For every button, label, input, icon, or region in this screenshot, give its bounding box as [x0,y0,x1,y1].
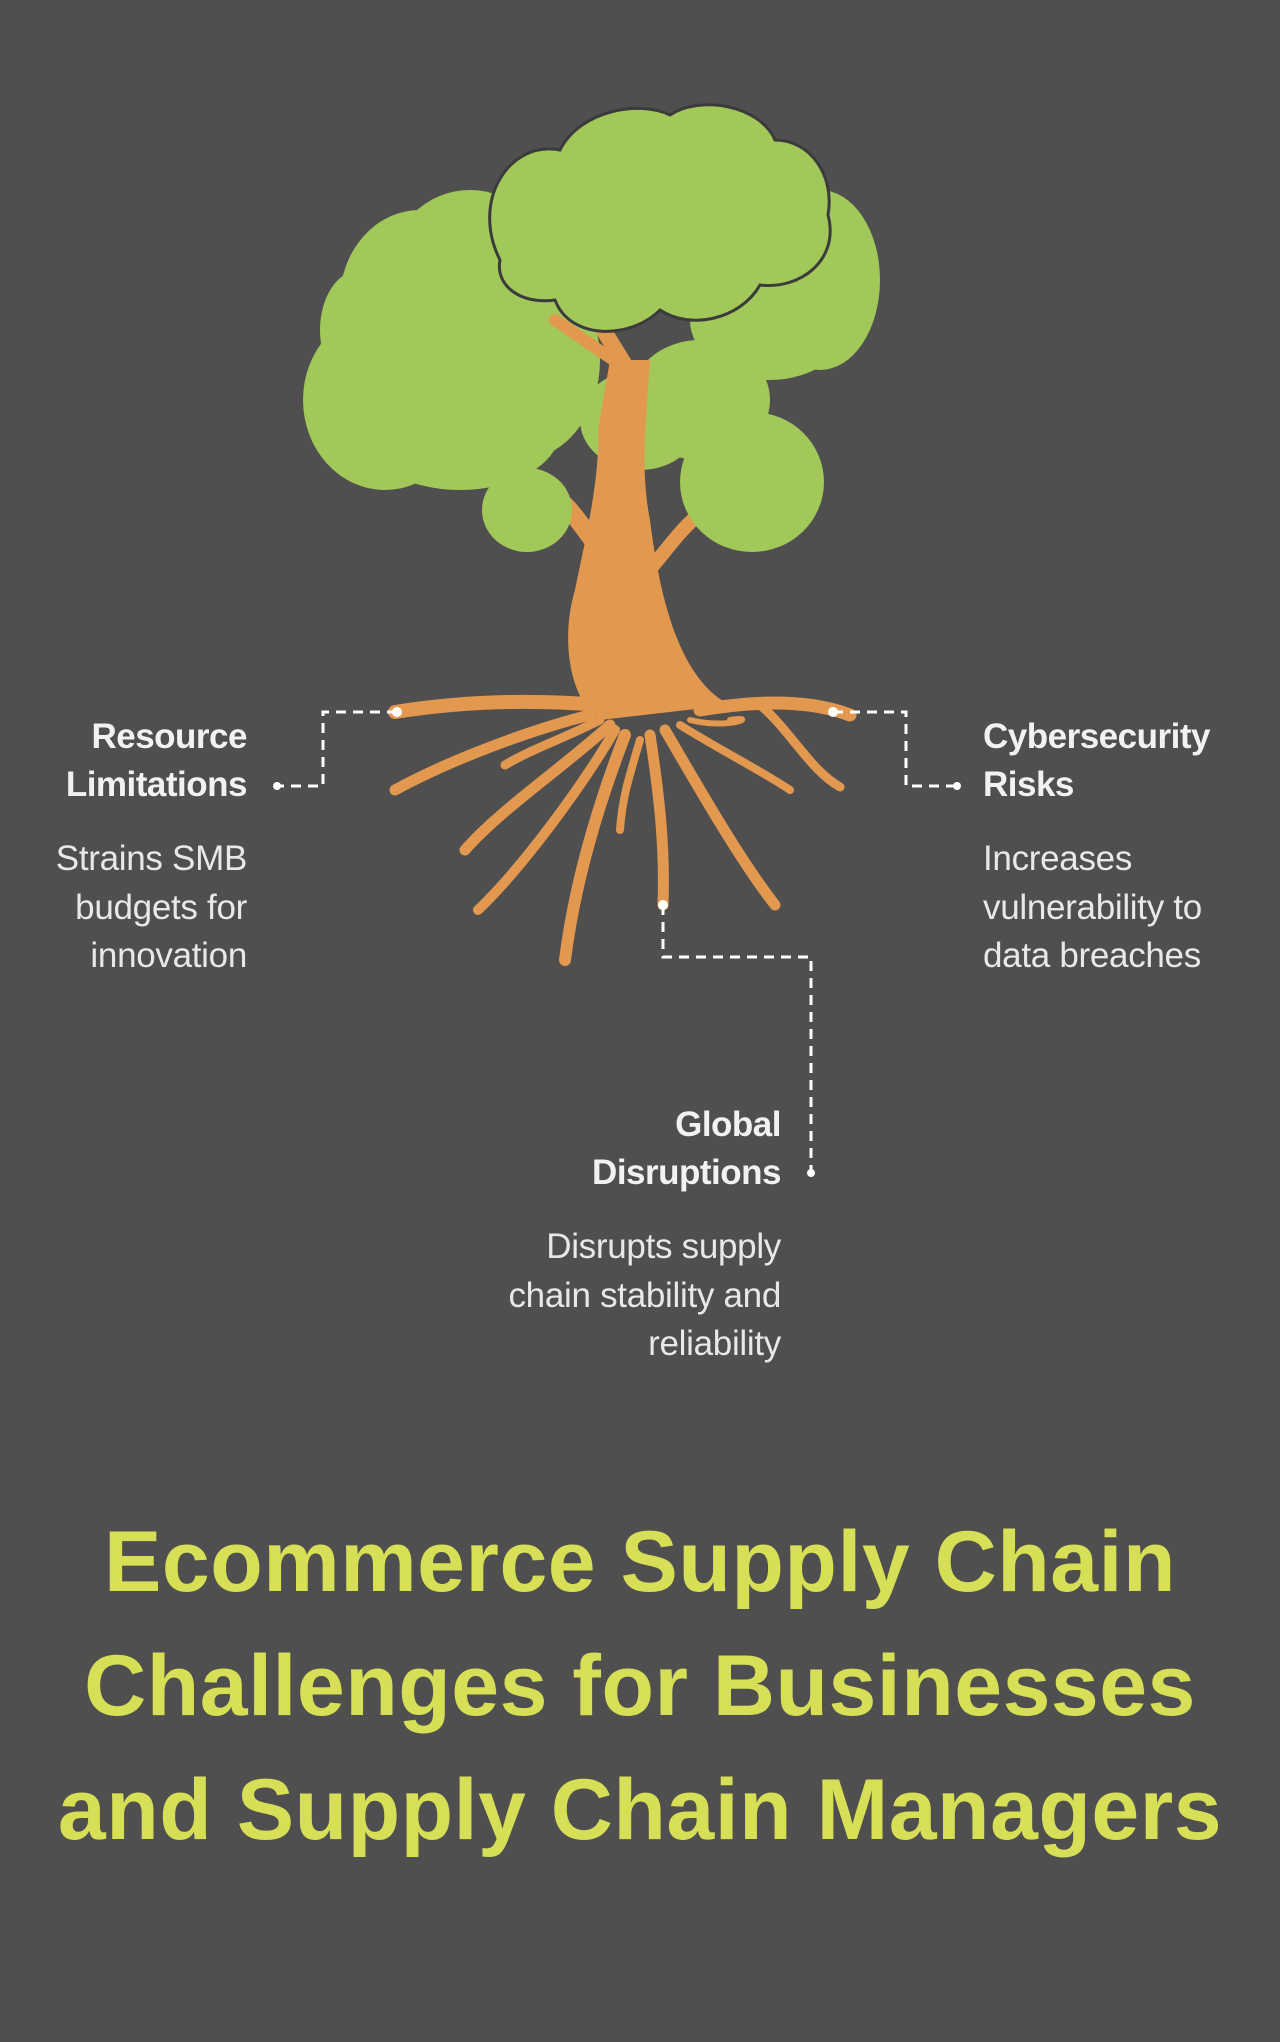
challenge-description: Increases vulnerability to data breaches [983,835,1273,981]
connector-global [661,905,813,1173]
connector-cybersecurity [833,710,957,788]
title-line: and Supply Chain Managers [57,1762,1223,1858]
desc-line: innovation [90,936,247,975]
tree-small-blobs [482,410,824,552]
connector-dot [392,707,402,717]
connector-dot [807,1169,815,1177]
desc-line: chain stability and [508,1275,781,1315]
desc-line: reliability [648,1324,781,1363]
page-title: Ecommerce Supply Chain Challenges for Bu… [0,1500,1280,1872]
challenge-description: Disrupts supply chain stability and reliab… [441,1223,781,1369]
title-line: Global [675,1105,781,1144]
tree-foliage [303,190,880,490]
desc-line: Increases [983,839,1133,878]
desc-line: data breaches [983,936,1201,975]
title-line: Challenges for Businesses [84,1638,1196,1734]
connector-dot [953,782,961,790]
title-line: Resource [91,717,247,756]
connector-dot [828,707,838,717]
connector-dot [658,900,668,910]
desc-line: budgets for [75,887,247,927]
title-line: Risks [983,765,1074,804]
title-line: Cybersecurity [983,717,1210,756]
desc-line: Disrupts supply [546,1227,781,1266]
connector-resource [277,710,397,788]
tree-trunk [388,292,857,966]
desc-line: Strains SMB [55,839,248,878]
connector-dot [273,782,281,790]
challenge-description: Strains SMB budgets for innovation [0,835,248,981]
title-line: Ecommerce Supply Chain [104,1514,1176,1610]
desc-line: vulnerability to [983,887,1202,927]
title-line: Disruptions [592,1153,781,1192]
title-line: Limitations [65,765,248,804]
tree-canopy-front [488,103,832,333]
